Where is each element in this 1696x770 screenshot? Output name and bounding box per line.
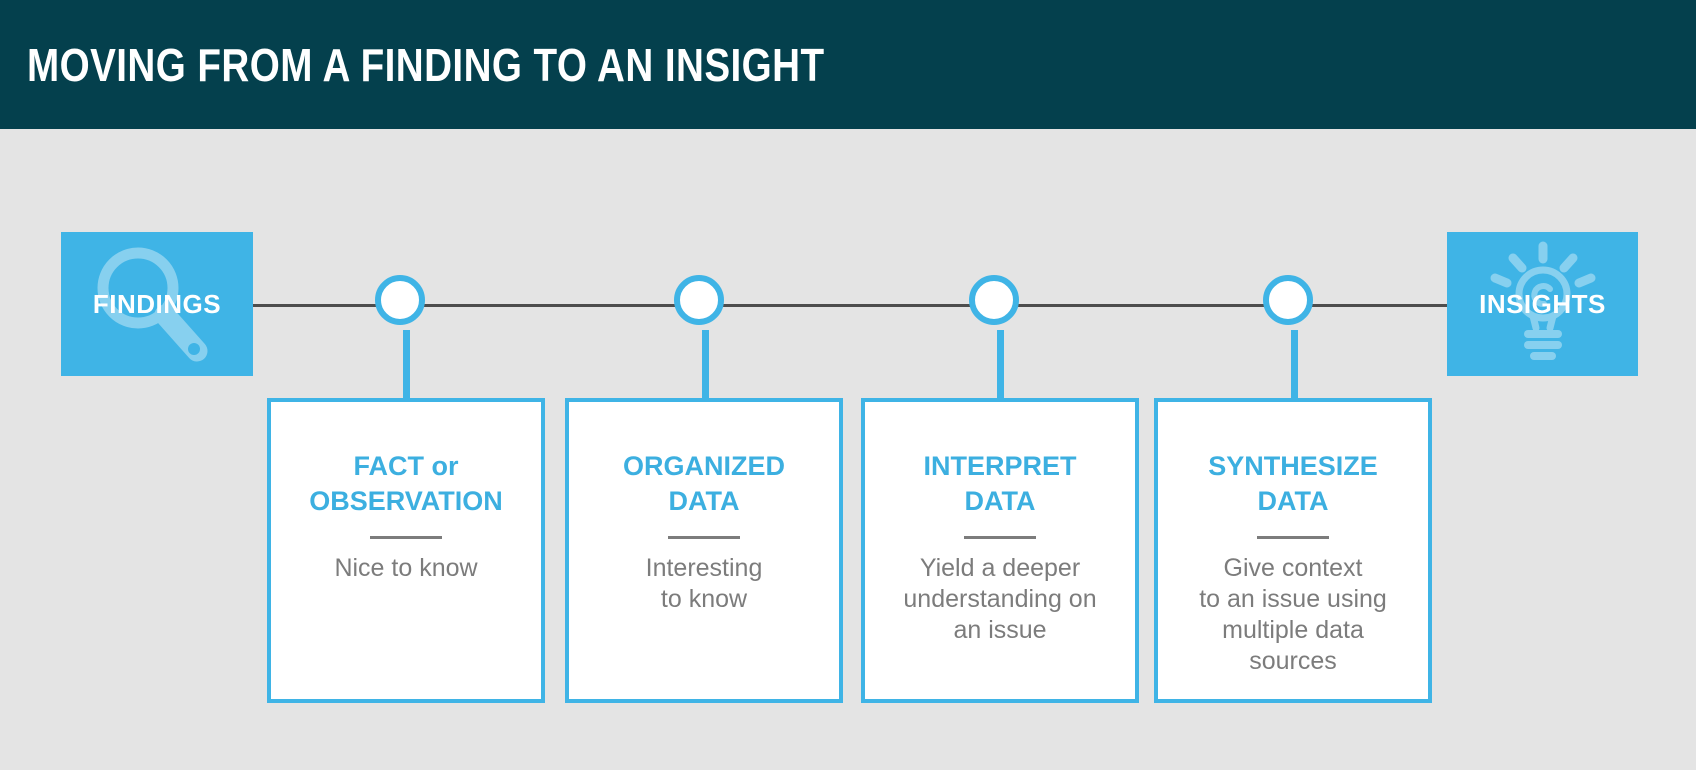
- step-title: FACT or OBSERVATION: [309, 451, 503, 516]
- step-card-synthesize-data: SYNTHESIZE DATA Give context to an issue…: [1154, 398, 1432, 703]
- step-title: ORGANIZED DATA: [623, 451, 785, 516]
- timeline-stem: [997, 330, 1004, 398]
- step-title: INTERPRET DATA: [923, 451, 1077, 516]
- step-description: Yield a deeper understanding on an issue: [903, 554, 1097, 644]
- lightbulb-icon: [1490, 241, 1596, 360]
- timeline-line: [253, 304, 1447, 307]
- magnifier-icon: [97, 247, 208, 362]
- insights-box: INSIGHTS: [1447, 232, 1638, 376]
- card-divider: [370, 536, 442, 539]
- header-bar: MOVING FROM A FINDING TO AN INSIGHT: [0, 0, 1696, 129]
- timeline-node: [674, 275, 724, 325]
- card-divider: [964, 536, 1036, 539]
- step-title: SYNTHESIZE DATA: [1208, 451, 1378, 516]
- step-card-fact-or-observation: FACT or OBSERVATION Nice to know: [267, 398, 545, 703]
- timeline-stem: [403, 330, 410, 398]
- findings-label: FINDINGS: [92, 288, 222, 319]
- timeline-node: [969, 275, 1019, 325]
- timeline-node: [1263, 275, 1313, 325]
- step-card-organized-data: ORGANIZED DATA Interesting to know: [565, 398, 843, 703]
- step-description: Give context to an issue using multiple …: [1199, 554, 1387, 675]
- timeline-stem: [1291, 330, 1298, 398]
- timeline-stem: [702, 330, 709, 398]
- step-description: Interesting to know: [645, 554, 763, 613]
- page-title: MOVING FROM A FINDING TO AN INSIGHT: [27, 38, 825, 91]
- findings-box: FINDINGS: [61, 232, 253, 376]
- step-description: Nice to know: [334, 554, 478, 582]
- card-divider: [668, 536, 740, 539]
- card-divider: [1257, 536, 1329, 539]
- timeline-node: [375, 275, 425, 325]
- step-card-interpret-data: INTERPRET DATA Yield a deeper understand…: [861, 398, 1139, 703]
- insights-label: INSIGHTS: [1479, 288, 1606, 319]
